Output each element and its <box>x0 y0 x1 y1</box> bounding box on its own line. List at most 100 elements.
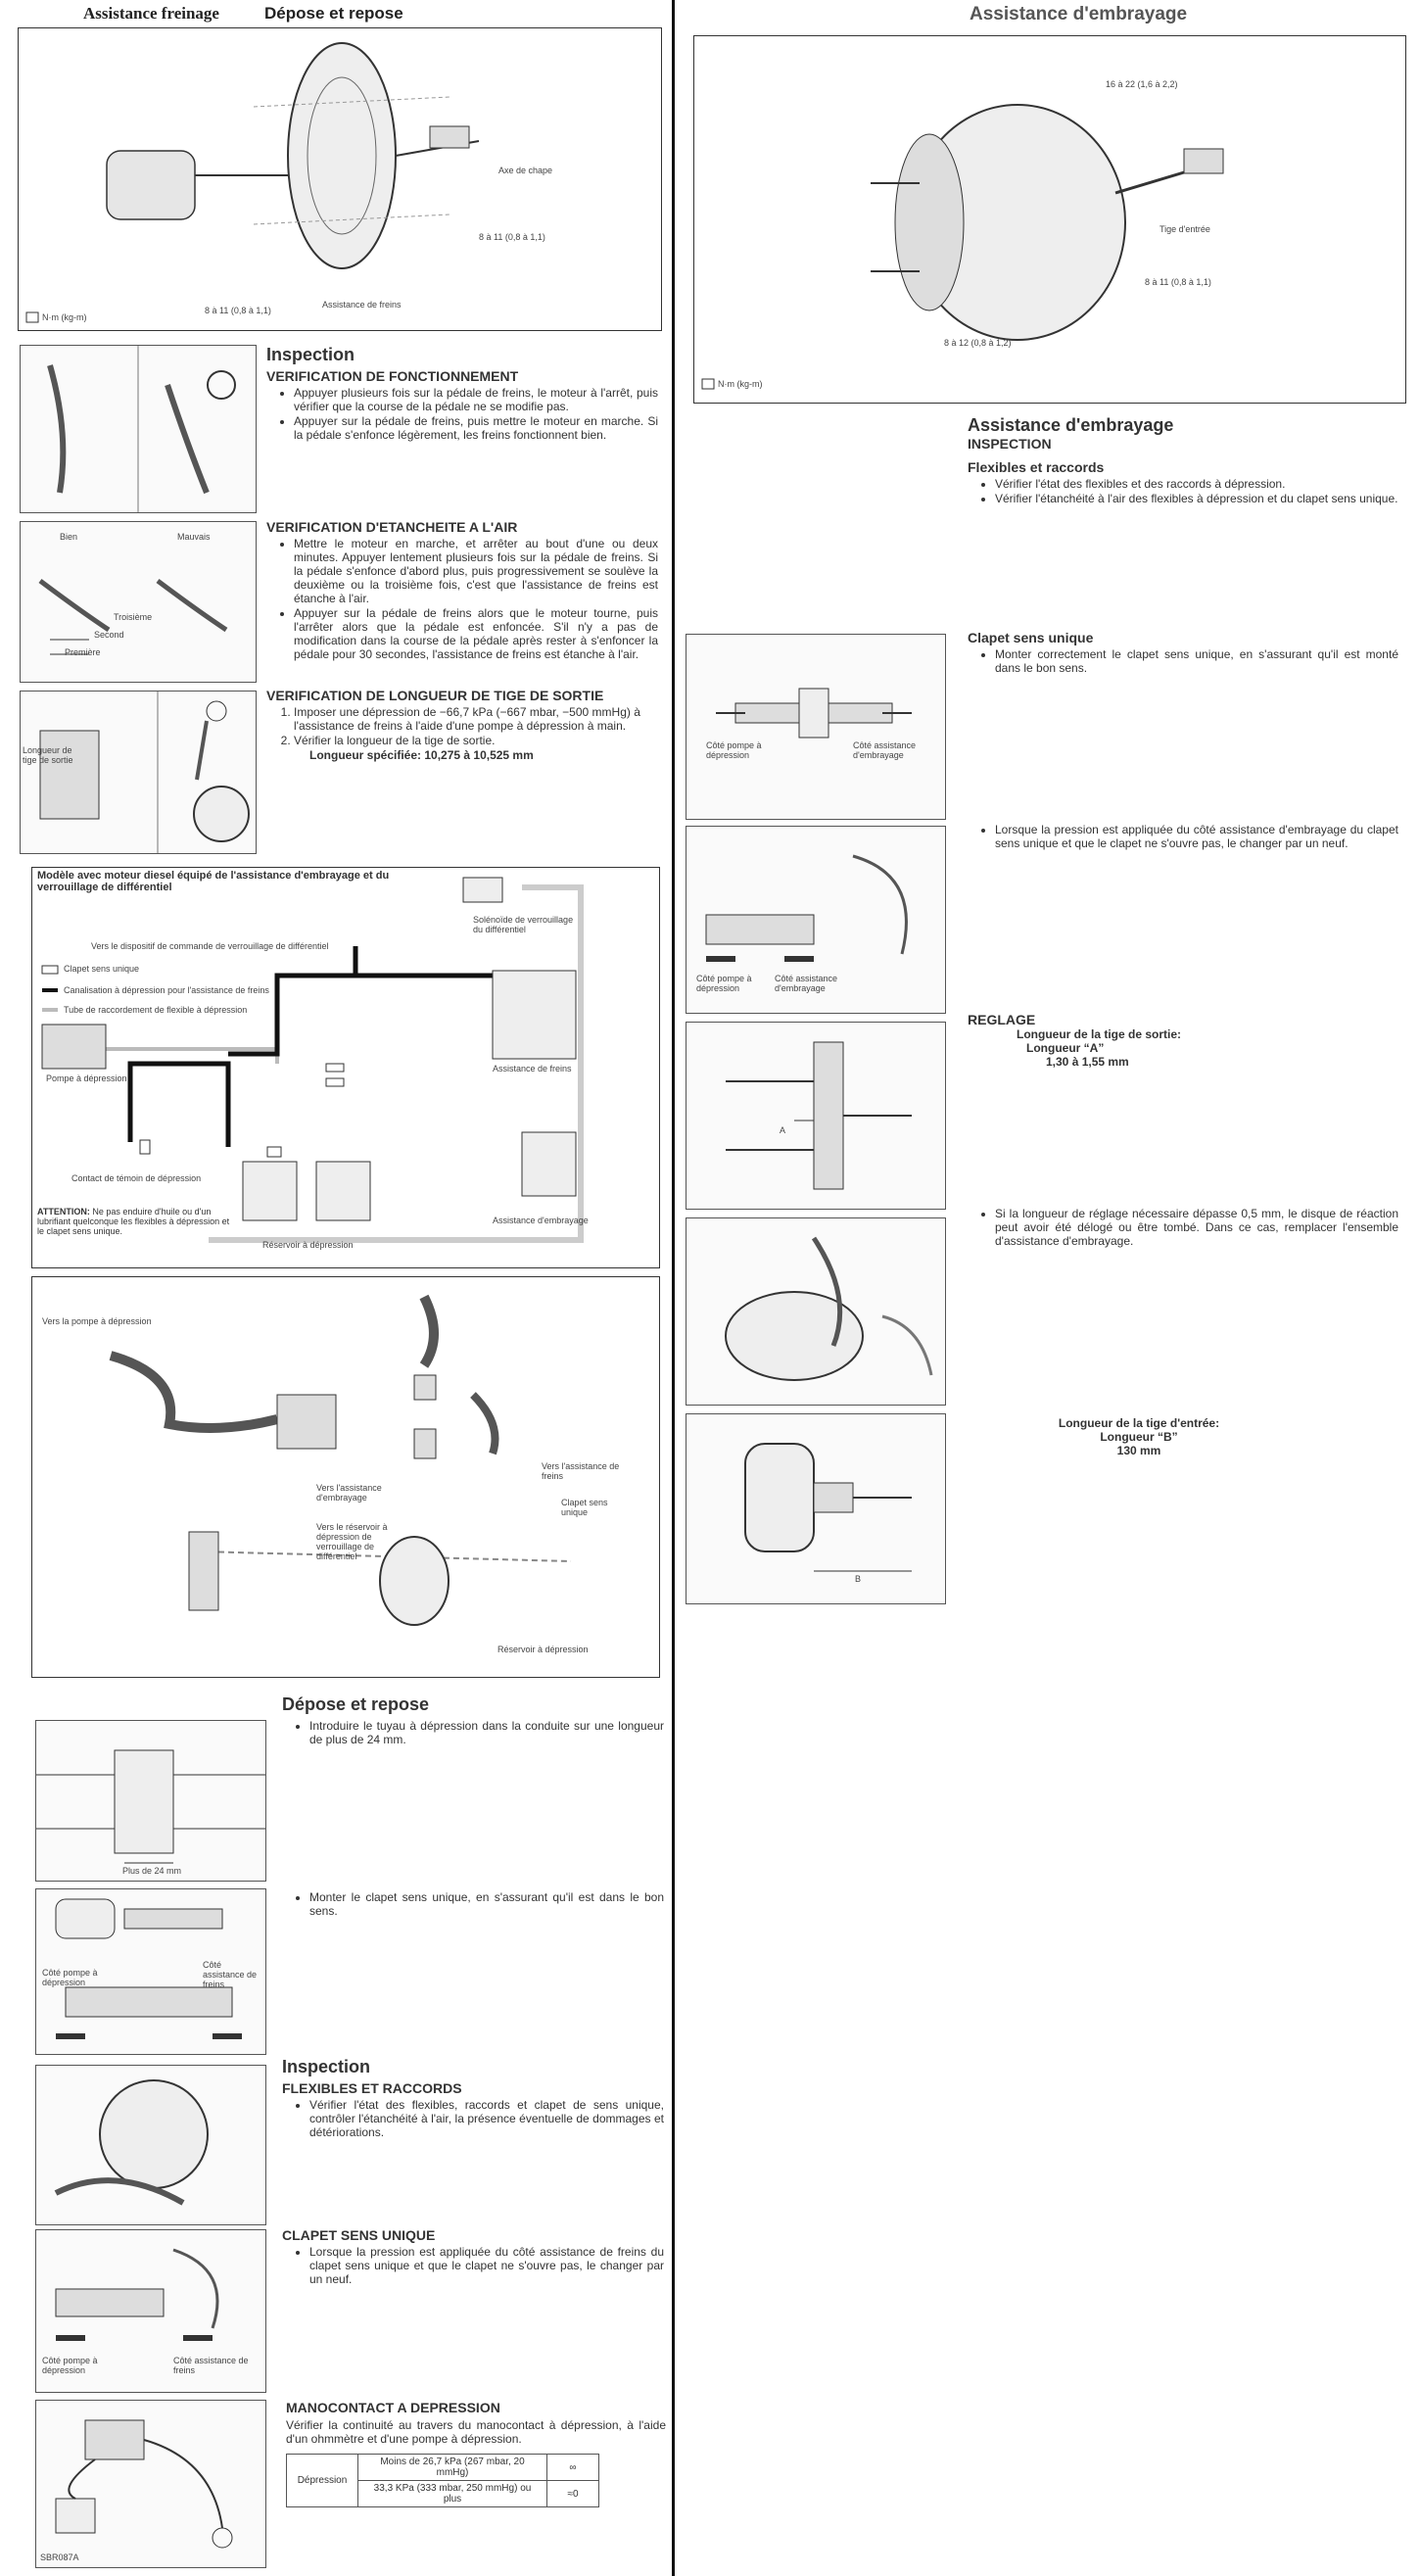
page-title: Dépose et repose <box>264 4 403 23</box>
fonctionnement-item-1: Appuyer plusieurs fois sur la pédale de … <box>294 386 658 413</box>
fig-label-B: B <box>855 1574 862 1584</box>
fig-r-label-unit: N·m (kg-m) <box>718 379 763 389</box>
depose-item-2: Monter le clapet sens unique, en s'assur… <box>309 1890 664 1918</box>
reglage-figure: A <box>686 1022 946 1210</box>
entree-line-3: 130 mm <box>1116 1444 1161 1457</box>
depose-item-1-wrap: Introduire le tuyau à dépression dans la… <box>282 1717 664 1747</box>
brake-booster-figure: Axe de chape 8 à 11 (0,8 à 1,1) 8 à 11 (… <box>18 27 662 331</box>
si-item-wrap: Si la longueur de réglage nécessaire dép… <box>968 1205 1398 1249</box>
flexibles2-item: Vérifier l'état des flexibles, raccords … <box>309 2098 664 2139</box>
mano-heading: MANOCONTACT A DEPRESSION <box>286 2400 500 2415</box>
hose-exploded-diagram: Vers la pompe à dépression Vers l'assist… <box>31 1276 660 1678</box>
right-header: Assistance d'embrayage <box>970 4 1188 24</box>
fig-r-label-torque-1: 16 à 22 (1,6 à 2,2) <box>1106 79 1178 89</box>
pliers-figure <box>686 1217 946 1406</box>
clutch-clapet-heading: Clapet sens unique <box>968 630 1094 645</box>
fig-r-label-pompe-2: Côté pompe à dépression <box>696 974 752 993</box>
column-divider <box>672 0 675 2576</box>
clapet2-heading: CLAPET SENS UNIQUE <box>282 2227 436 2243</box>
clutch-valve-test-figure: Côté pompe à dépression Côté assistance … <box>686 826 946 1014</box>
label-solenoide: Solénoïde de verrouillage du différentie… <box>473 915 574 934</box>
fig-label-axe: Axe de chape <box>498 166 553 175</box>
fig-label-cote-assist: Côté assistance de freins <box>203 1960 258 1989</box>
label-assistance-freins: Assistance de freins <box>493 1064 572 1073</box>
longueur-spec: Longueur spécifiée: 10,275 à 10,525 mm <box>309 748 534 762</box>
fig-r-label-torque-2: 8 à 11 (0,8 à 1,1) <box>1145 277 1211 287</box>
clutch-clapet-section: Clapet sens unique Monter correctement l… <box>968 630 1398 676</box>
label-reservoir: Réservoir à dépression <box>262 1240 354 1250</box>
label-vers-reservoir: Vers le réservoir à dépression de verrou… <box>316 1522 388 1561</box>
fig-label-cote-pompe: Côté pompe à dépression <box>42 1968 98 1987</box>
vacuum-diagram-title: Modèle avec moteur diesel équipé de l'as… <box>37 870 390 893</box>
fig-label-torque-1: 8 à 11 (0,8 à 1,1) <box>479 232 545 242</box>
fig-r-label-assist-2: Côté assistance d'embrayage <box>775 974 838 993</box>
fig-label-troisieme: Troisième <box>114 612 153 622</box>
attention-note: ATTENTION: Ne pas enduire d'huile ou d'u… <box>37 1207 233 1236</box>
etancheite-item-2: Appuyer sur la pédale de freins alors qu… <box>294 606 658 661</box>
fig-label-assistance: Assistance de freins <box>322 300 402 310</box>
clutch-booster-figure: 16 à 22 (1,6 à 2,2) Tige d'entrée 8 à 11… <box>693 35 1406 404</box>
depression-row-label: Dépression <box>286 2454 358 2507</box>
vacuum-switch-figure: SBR087A <box>35 2400 266 2568</box>
right-column: Assistance d'embrayage 16 à 22 (1,6 à 2,… <box>676 0 1420 2576</box>
clutch-flexibles-item-2: Vérifier l'étanchéité à l'air des flexib… <box>995 492 1398 505</box>
fig-r-label-torque-3: 8 à 12 (0,8 à 1,2) <box>944 338 1012 348</box>
bien-mauvais-figure: Bien Mauvais Troisième Second Première <box>20 521 257 683</box>
attention-label: ATTENTION: <box>37 1207 90 1216</box>
mano-text: Vérifier la continuité au travers du man… <box>286 2418 666 2446</box>
check-valve-figure: Côté pompe à dépression Côté assistance … <box>35 1888 266 2055</box>
longueur-item-2: Vérifier la longueur de la tige de sorti… <box>294 734 658 747</box>
label-clapet: Clapet sens unique <box>64 964 140 974</box>
clutch-flexibles-item-1: Vérifier l'état des flexibles et des rac… <box>995 477 1398 491</box>
hose-exploded-drawing <box>109 1294 572 1626</box>
fig-r-label-tige: Tige d'entrée <box>1160 224 1210 234</box>
etancheite-section: VERIFICATION D'ETANCHEITE A L'AIR Mettre… <box>266 519 658 662</box>
fonctionnement-section: VERIFICATION DE FONCTIONNEMENT Appuyer p… <box>266 368 658 443</box>
label-clapet-2: Clapet sens unique <box>561 1498 608 1517</box>
label-reservoir-2: Réservoir à dépression <box>497 1645 589 1654</box>
flexibles2-section: FLEXIBLES ET RACCORDS Vérifier l'état de… <box>282 2080 664 2140</box>
fig-label-torque-2: 8 à 11 (0,8 à 1,1) <box>205 306 271 315</box>
fig-label-A: A <box>780 1125 786 1135</box>
entree-section: Longueur de la tige d'entrée: Longueur “… <box>968 1416 1310 1457</box>
depression-r2: 33,3 KPa (333 mbar, 250 mmHg) ou plus <box>357 2480 547 2507</box>
clutch-clapet-item-2: Lorsque la pression est appliquée du côt… <box>995 823 1398 850</box>
vacuum-circuit-diagram: Modèle avec moteur diesel équipé de l'as… <box>31 867 660 1268</box>
clutch-booster-drawing <box>701 104 1224 390</box>
fig-label-unit: N·m (kg-m) <box>42 312 87 322</box>
depression-r1: Moins de 26,7 kPa (267 mbar, 20 mmHg) <box>357 2454 547 2481</box>
brake-booster-drawing <box>25 42 480 323</box>
entree-line-1: Longueur de la tige d'entrée: <box>1058 1416 1220 1430</box>
etancheite-heading: VERIFICATION D'ETANCHEITE A L'AIR <box>266 519 518 535</box>
input-rod-figure: B <box>686 1413 946 1604</box>
label-dispositif: Vers le dispositif de commande de verrou… <box>91 941 329 951</box>
fig-label-cote-assist-2: Côté assistance de freins <box>173 2356 249 2375</box>
label-vers-assist-embrayage: Vers l'assistance d'embrayage <box>316 1483 382 1503</box>
inspection2-title: Inspection <box>282 2057 371 2076</box>
check-valve-test-figure: Côté pompe à dépression Côté assistance … <box>35 2229 266 2393</box>
entree-line-2: Longueur “B” <box>1100 1430 1178 1444</box>
longueur-section: VERIFICATION DE LONGUEUR DE TIGE DE SORT… <box>266 688 658 762</box>
fig-label-premiere: Première <box>65 647 101 657</box>
pedal-operation-figure <box>20 345 257 513</box>
si-item: Si la longueur de réglage nécessaire dép… <box>995 1207 1398 1248</box>
mano-section: MANOCONTACT A DEPRESSION Vérifier la con… <box>286 2400 666 2507</box>
clutch-subtitle: INSPECTION <box>968 436 1052 452</box>
fonctionnement-heading: VERIFICATION DE FONCTIONNEMENT <box>266 368 519 384</box>
depose-title: Dépose et repose <box>282 1694 430 1714</box>
clutch-inspection-section: Assistance d'embrayage INSPECTION Flexib… <box>968 415 1398 506</box>
depose-item-2-wrap: Monter le clapet sens unique, en s'assur… <box>282 1888 664 1919</box>
engine-bay-figure <box>35 2065 266 2225</box>
depression-r2-value: ≈0 <box>546 2480 599 2507</box>
depose-item-1: Introduire le tuyau à dépression dans la… <box>309 1719 664 1746</box>
clutch-clapet-item-2-wrap: Lorsque la pression est appliquée du côt… <box>968 821 1398 851</box>
fig-label-second: Second <box>94 630 124 640</box>
reglage-line-2: Longueur “A” <box>1026 1041 1105 1055</box>
longueur-item-1: Imposer une dépression de −66,7 kPa (−66… <box>294 705 658 733</box>
inspection-title: Inspection <box>266 345 355 364</box>
label-assistance-embrayage: Assistance d'embrayage <box>493 1216 589 1225</box>
fig-r-label-assist: Côté assistance d'embrayage <box>853 740 917 760</box>
label-canalisation: Canalisation à dépression pour l'assista… <box>64 985 269 995</box>
left-column: Assistance freinage Dépose et repose Axe… <box>0 0 674 2576</box>
fig-code: SBR087A <box>40 2552 79 2562</box>
